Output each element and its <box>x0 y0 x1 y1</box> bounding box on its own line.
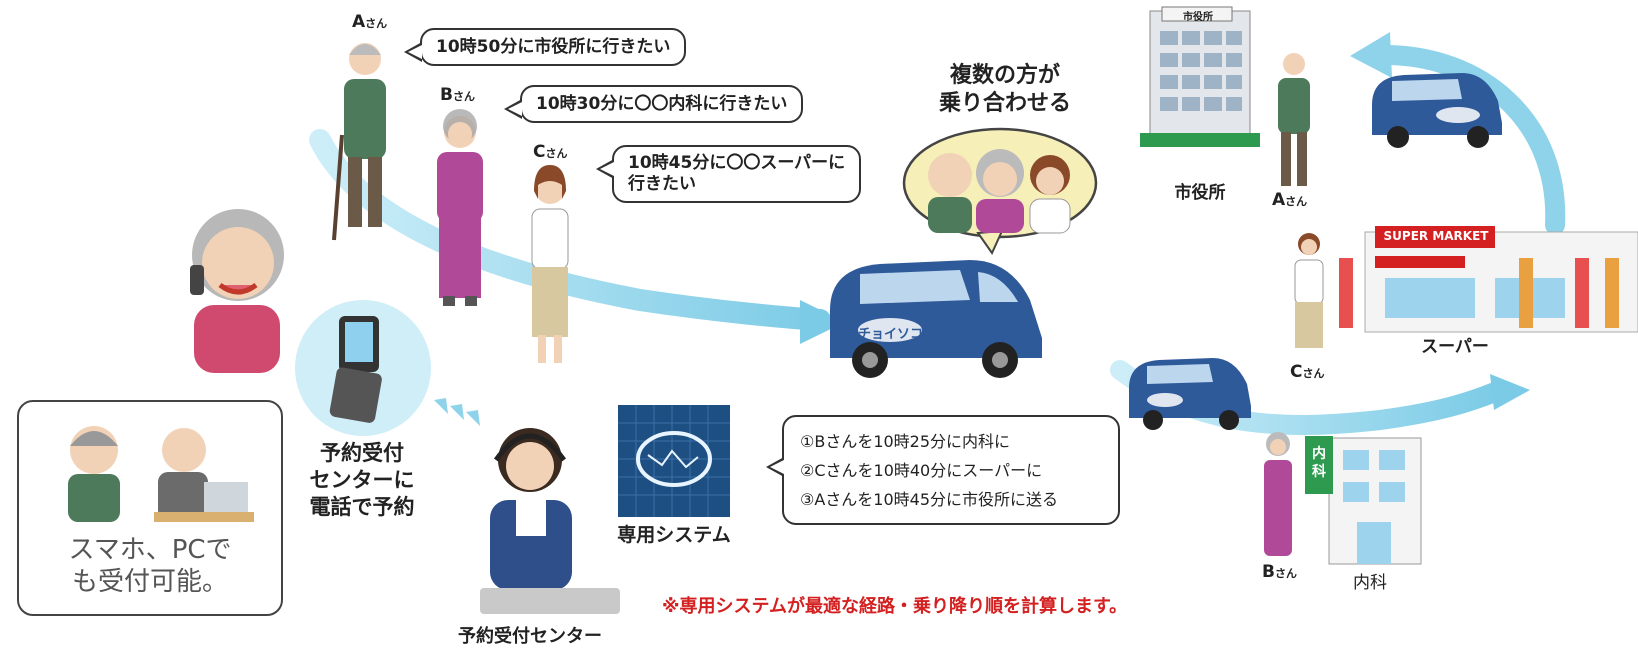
supermarket-label: スーパー <box>1421 337 1489 357</box>
reservation-text: 予約受付センターに電話で予約 <box>309 441 415 519</box>
van-top-right <box>1372 73 1502 148</box>
footnote: ※専用システムが最適な経路・乗り降り順を計算します。 <box>662 596 1128 617</box>
person-c-arrived <box>1294 233 1324 348</box>
person-c-bubble: 10時45分に〇〇スーパーに行きたい <box>596 145 862 203</box>
person-a-arrived-name: Aさん <box>1272 190 1308 210</box>
passengers-thought-bubble <box>902 127 1098 255</box>
main-van <box>830 260 1042 378</box>
shared-ride-title: 複数の方が乗り合わせる <box>938 63 1071 116</box>
city-hall-building <box>1140 6 1260 147</box>
supermarket-building <box>1339 226 1638 333</box>
route-step: ③Aさんを10時45分に市役所に送る <box>800 490 1059 509</box>
flow-arrow-lower-head <box>1490 374 1530 410</box>
clinic-building <box>1305 436 1422 565</box>
phone-icon <box>295 300 431 436</box>
person-a-figure <box>332 43 386 241</box>
city-hall-label: 市役所 <box>1174 183 1226 203</box>
city-hall-sign: 市役所 <box>1183 12 1213 23</box>
operator-figure <box>480 428 620 614</box>
signal-icon <box>434 398 480 426</box>
person-a-bubble: 10時50分に市役所に行きたい <box>404 28 687 66</box>
person-b-arrived-name: Bさん <box>1262 562 1297 582</box>
supermarket-sign: SUPER MARKET <box>1383 229 1489 243</box>
small-van <box>1129 358 1251 430</box>
flow-arrow-main-head <box>800 300 845 344</box>
person-c-name: Cさん <box>533 142 568 162</box>
seniors-with-devices <box>68 426 254 522</box>
center-label: 予約受付センター <box>458 626 602 647</box>
person-b-bubble: 10時30分に〇〇内科に行きたい <box>504 85 804 123</box>
person-b-arrived <box>1264 432 1292 556</box>
clinic-label: 内科 <box>1353 573 1387 593</box>
route-steps-bubble: ①Bさんを10時25分に内科に ②Cさんを10時40分にスーパーに ③Aさんを1… <box>766 415 1120 525</box>
person-c-figure <box>531 165 569 363</box>
smartphone-pc-box: スマホ、PCでも受付可能。 <box>17 400 283 616</box>
route-step: ②Cさんを10時40分にスーパーに <box>800 461 1043 480</box>
flow-arrow-arc <box>1375 45 1566 235</box>
person-c-arrived-name: Cさん <box>1290 362 1325 382</box>
person-a-name: Aさん <box>352 12 388 32</box>
flow-arrow-arc-head <box>1350 32 1392 78</box>
system-label: 専用システム <box>617 524 731 546</box>
person-b-name: Bさん <box>440 85 475 105</box>
main-van-logo: チョイソコ <box>858 327 924 342</box>
route-step: ①Bさんを10時25分に内科に <box>800 432 1011 451</box>
person-a-arrived <box>1278 53 1310 186</box>
person-b-figure <box>437 109 483 306</box>
system-icon <box>618 405 730 517</box>
caller-woman <box>190 209 284 373</box>
clinic-sign: 内科 <box>1312 446 1326 480</box>
smartphone-pc-text: スマホ、PCでも受付可能。 <box>68 535 232 597</box>
